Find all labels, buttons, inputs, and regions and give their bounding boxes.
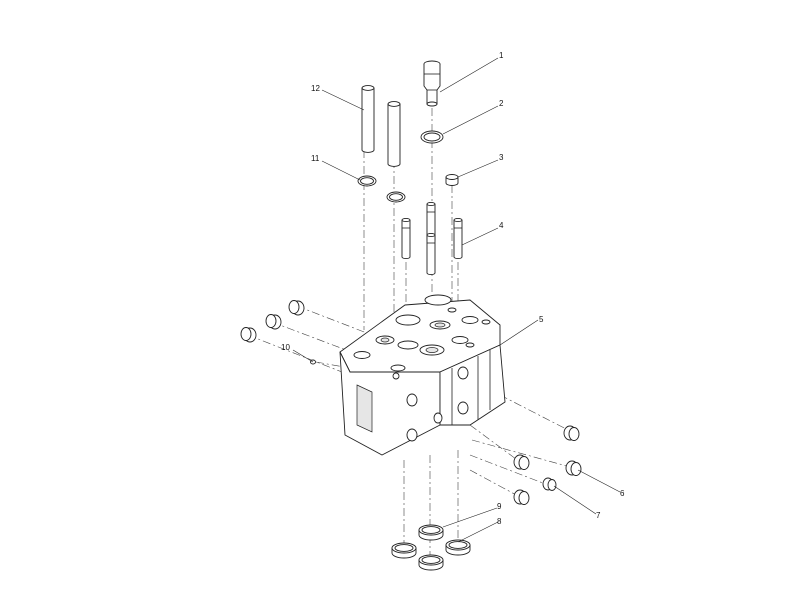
callout-4: 4 [499,221,504,230]
leader-lines [292,57,621,543]
tube-part-12 [361,85,401,167]
callout-2: 2 [499,99,504,108]
pin-part-4 [401,201,463,276]
callout-labels: 1 2 3 4 5 6 7 8 9 10 11 12 [281,51,625,526]
ring-part-11 [357,175,406,203]
callout-7: 7 [596,511,601,520]
callout-1: 1 [499,51,504,60]
ring-part-2 [420,130,444,144]
cylinder-head-part-5 [339,294,506,456]
callout-5: 5 [539,315,544,324]
nozzle-part-1 [423,60,441,107]
cap-part-3 [445,174,459,186]
callout-6: 6 [620,489,625,498]
plugs-left [240,300,305,343]
callout-8: 8 [497,517,502,526]
callout-12: 12 [311,84,320,93]
callout-9: 9 [497,502,502,511]
callout-11: 11 [311,154,320,163]
callout-3: 3 [499,153,504,162]
rings-bottom-part-8-9 [391,524,471,571]
callout-10: 10 [281,343,290,352]
plugs-right-part-6-7 [513,425,582,505]
